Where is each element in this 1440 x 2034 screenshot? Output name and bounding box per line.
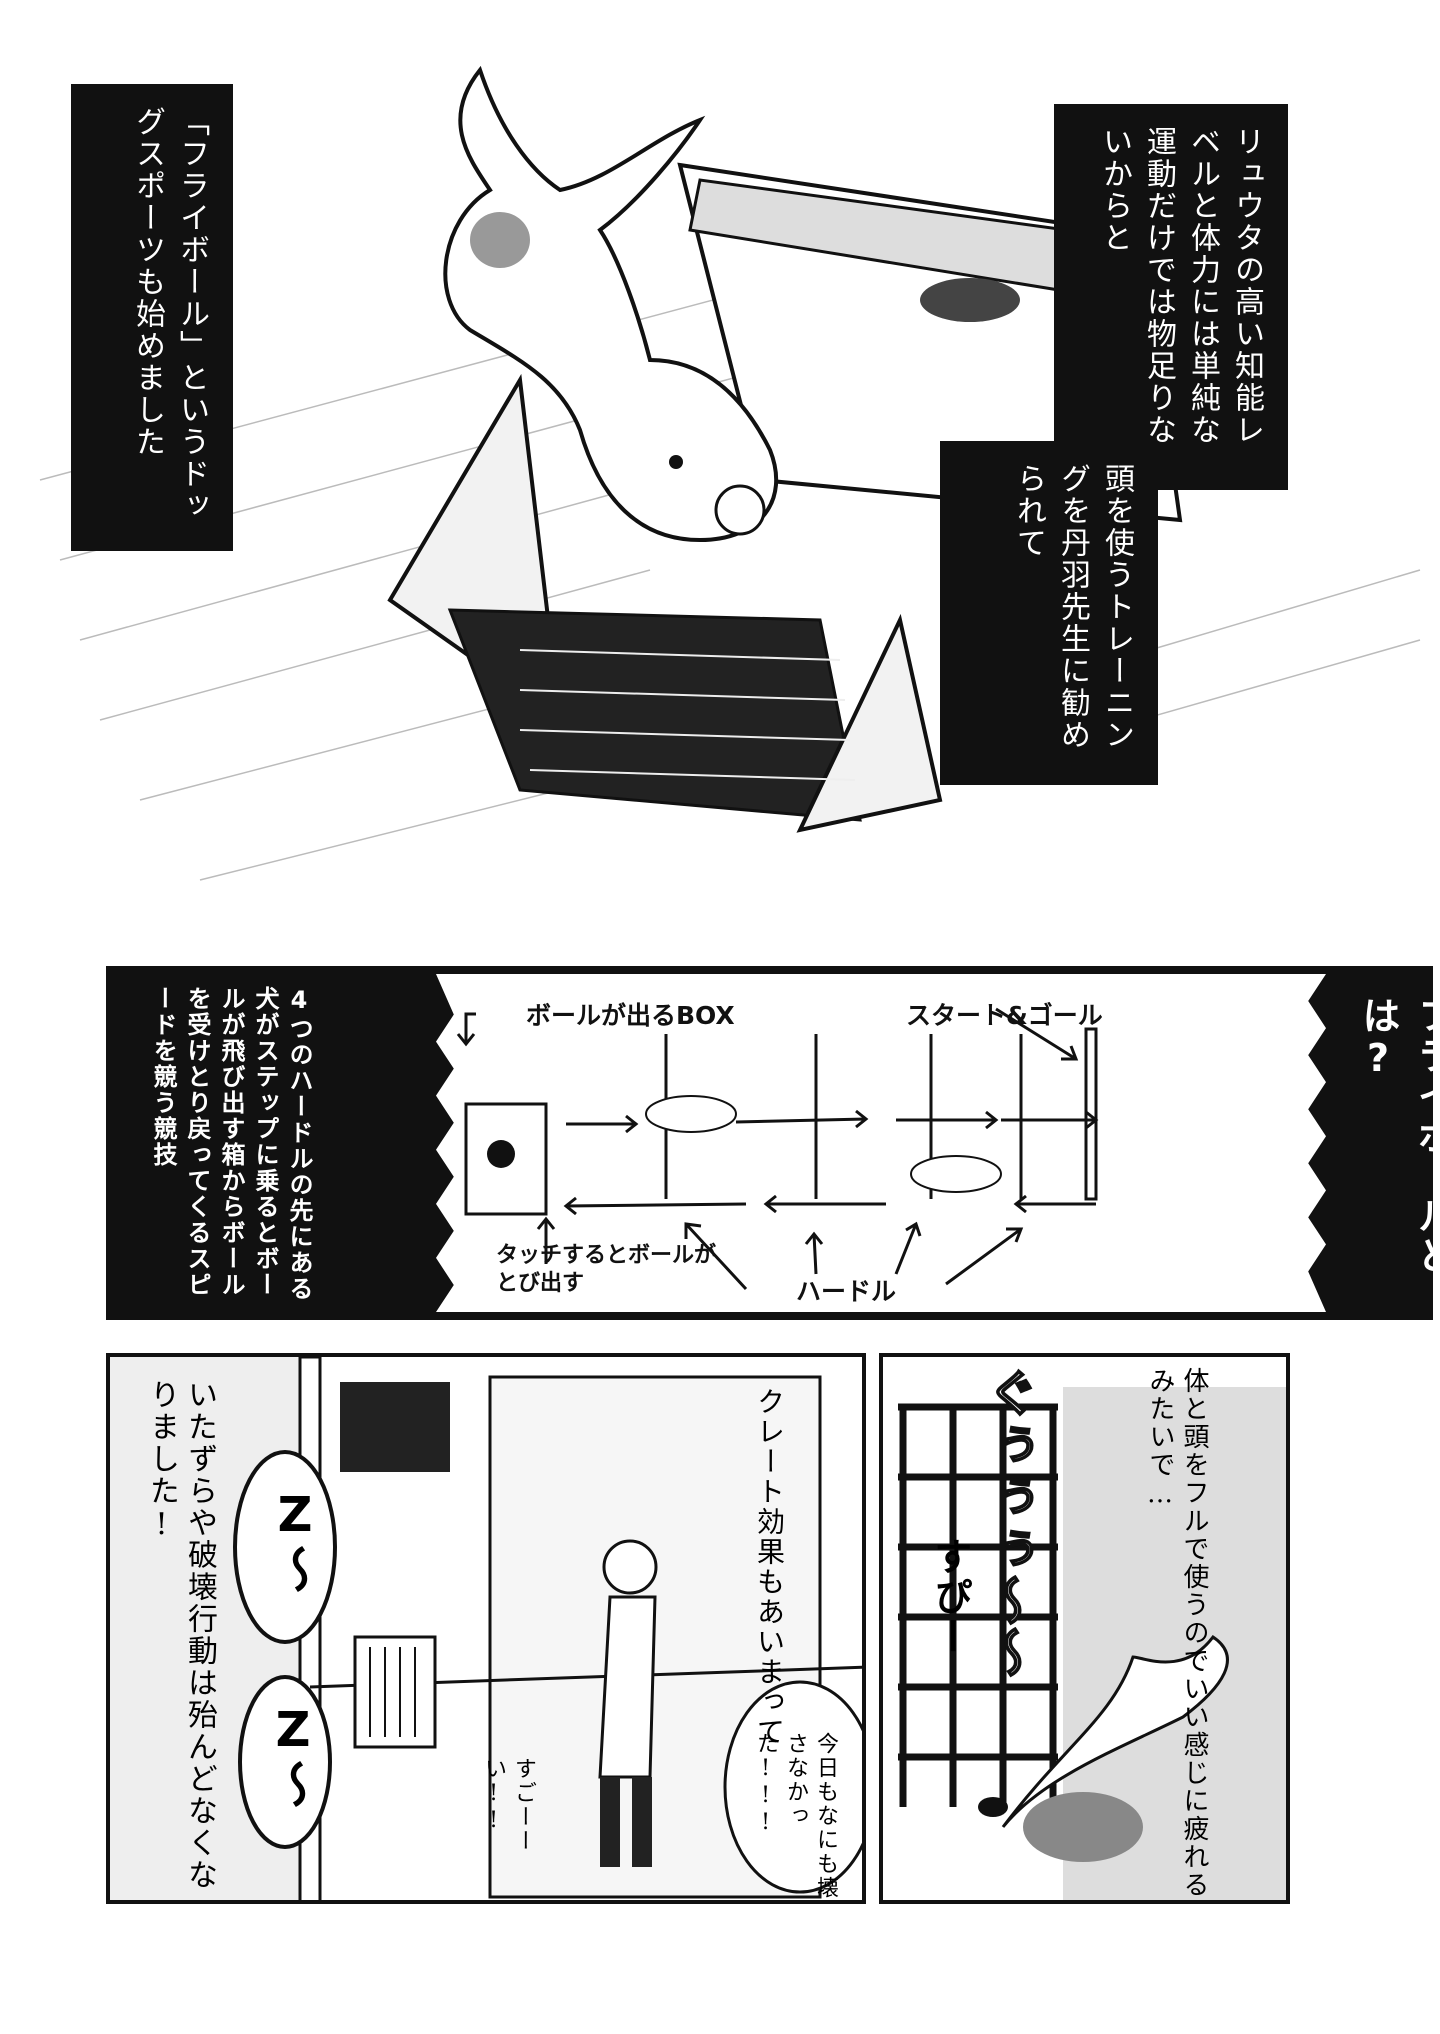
label-touch: タッチするとボールが とび出す <box>496 1242 716 1298</box>
caption-line: 殆んどなくなりました! <box>144 1379 217 1891</box>
diagram-area: ボールが出るBOX スタート&ゴール タッチするとボールが とび出す ハードル <box>436 974 1326 1312</box>
caption-line: 頭を使う <box>1099 463 1134 591</box>
caption-line: 体と頭をフルで使うので <box>1179 1367 1209 1675</box>
sfx-snore-2: Z〜 <box>265 1702 321 1810</box>
caption-line: いたずらや <box>182 1379 217 1539</box>
explainer-title: フライボールとは? <box>1356 996 1440 1276</box>
caption-line: 「フライボール」という <box>174 106 209 458</box>
panel-sleeping-dog: 体と頭をフルで使うのでいい感じに疲れる みたいで… ぐぅぅぅ〜〜 すぴー <box>879 1353 1290 1904</box>
caption-training: 頭を使うトレーニングを丹羽先生に勧められて <box>940 441 1158 785</box>
speech-today: 今日もなにも壊さなかった!!! <box>750 1732 840 1900</box>
caption-mischief: いたずらや破壊行動は殆んどなくなりました! <box>110 1379 218 1900</box>
sleeping-dog-illustration <box>898 1387 1286 1900</box>
description-line: ボールを受けとり <box>183 986 245 1298</box>
description-line: ボールが飛び出す箱から <box>217 986 279 1298</box>
caption-line: リュウタの高い <box>1229 126 1264 350</box>
caption-line: 物足りないからと <box>1097 126 1176 446</box>
caption-flyball-start: 「フライボール」というドッグスポーツも始めました <box>71 84 233 551</box>
caption-tired: 体と頭をフルで使うのでいい感じに疲れる みたいで… <box>1143 1367 1211 1900</box>
flyball-course-diagram <box>456 1007 1099 1291</box>
caption-line: 単純な運動だけでは <box>1141 126 1220 446</box>
label-ball-box: ボールが出るBOX <box>526 1001 735 1030</box>
narration-crate: クレート効果もあいまって <box>750 1387 788 1747</box>
caption-line: いい感じに疲れる <box>1179 1675 1209 1899</box>
panel-flyball-explainer: 4つのハードルの先にある犬がステップに乗るとボールが飛び出す箱からボールを受けと… <box>106 966 1440 1320</box>
caption-line: トレーニングを <box>1055 463 1134 751</box>
speech-amazing: すごーーい!! <box>478 1757 538 1900</box>
description-line: 犬がステップに乗ると <box>251 986 279 1246</box>
speech-line: なにも壊さな <box>783 1732 838 1900</box>
explainer-description: 4つのハードルの先にある犬がステップに乗るとボールが飛び出す箱からボールを受けと… <box>146 986 316 1306</box>
description-line: 戻ってくるスピードを <box>149 986 211 1298</box>
panel-agility-dog: 「フライボール」というドッグスポーツも始めました リュウタの高い知能レベルと体力… <box>0 0 1440 950</box>
sfx-snore-1: Z〜 <box>267 1487 323 1595</box>
sfx-snore: ぐぅぅぅ〜〜 <box>979 1366 1039 1680</box>
label-start-goal: スタート&ゴール <box>906 1001 1103 1030</box>
label-touch-line: とび出す <box>496 1271 585 1296</box>
caption-line: 知能レベルと体力には <box>1185 126 1264 446</box>
speech-line: ーい!! <box>481 1757 536 1853</box>
caption-line: 勧められて <box>1011 463 1090 751</box>
description-line: 競う競技 <box>149 1064 177 1168</box>
caption-line: ドッグスポーツも <box>130 106 209 522</box>
sfx-supi: すぴー <box>928 1537 972 1657</box>
label-touch-line: タッチするとボールが <box>496 1243 717 1268</box>
caption-line: 丹羽先生に <box>1055 527 1090 687</box>
caption-intelligence: リュウタの高い知能レベルと体力には単純な運動だけでは物足りないからと <box>1054 104 1288 490</box>
speech-line: かった!!! <box>753 1732 808 1837</box>
caption-line: 破壊行動は <box>182 1539 217 1699</box>
narration-line: クレート効果も <box>753 1387 786 1597</box>
description-line: 4つのハードルの先にある <box>285 986 313 1302</box>
panel-crate-effect: いたずらや破壊行動は殆んどなくなりました! クレート効果もあいまって Z〜 Z〜… <box>106 1353 866 1904</box>
speech-line: すごー <box>511 1757 536 1829</box>
speech-line: 今日も <box>813 1732 838 1804</box>
caption-line: みたいで… <box>1145 1367 1175 1511</box>
room-illustration <box>110 1357 862 1900</box>
caption-line: 始めました <box>130 298 165 458</box>
narration-line: あいまって <box>753 1597 786 1747</box>
label-hurdle: ハードル <box>796 1277 897 1306</box>
